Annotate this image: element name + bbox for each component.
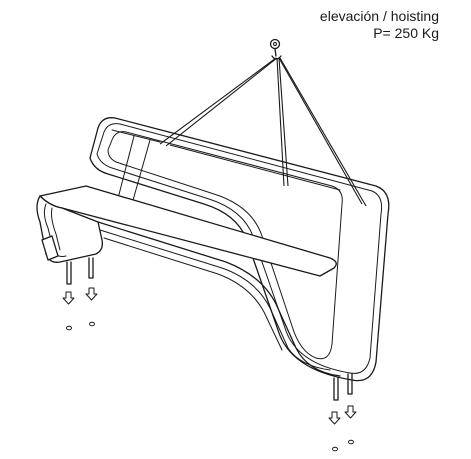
- rope-left-back: [165, 57, 278, 147]
- anchor-hole-icon: [89, 321, 95, 327]
- down-arrow-icon: [85, 287, 98, 301]
- hoisting-caption: elevación / hoisting P= 250 Kg: [219, 8, 439, 42]
- front-bracket: [41, 235, 59, 261]
- bench-back-inner-rim: [96, 123, 383, 374]
- backrest-rail: [111, 129, 161, 143]
- rope-far-right: [278, 57, 363, 205]
- lifting-ring-icon: [269, 38, 282, 60]
- down-arrow-icon: [344, 405, 357, 419]
- rope-left-front: [159, 57, 277, 145]
- seat-underside-curve-3: [103, 237, 283, 351]
- rope-right-back: [278, 57, 289, 187]
- anchor-hole-icon: [348, 439, 354, 445]
- seat-underside-curve: [97, 221, 341, 377]
- down-arrow-icon: [328, 411, 341, 425]
- backrest-rail-2: [169, 144, 341, 191]
- seat-underside-curve-2: [99, 229, 331, 371]
- down-arrow-icon: [62, 291, 75, 305]
- weight-label: P= 250 Kg: [373, 25, 439, 41]
- left-anchor-pins: [66, 257, 94, 285]
- rope-far-right-2: [279, 57, 367, 207]
- right-anchor-pins: [333, 373, 353, 401]
- hoisting-label: elevación / hoisting: [319, 8, 439, 24]
- front-leg-inner-2: [51, 207, 61, 251]
- rope-right-front: [276, 57, 285, 187]
- anchor-hole-icon: [332, 446, 338, 452]
- anchor-hole-icon: [66, 325, 72, 331]
- bench-back-inner-rim-2: [107, 131, 343, 360]
